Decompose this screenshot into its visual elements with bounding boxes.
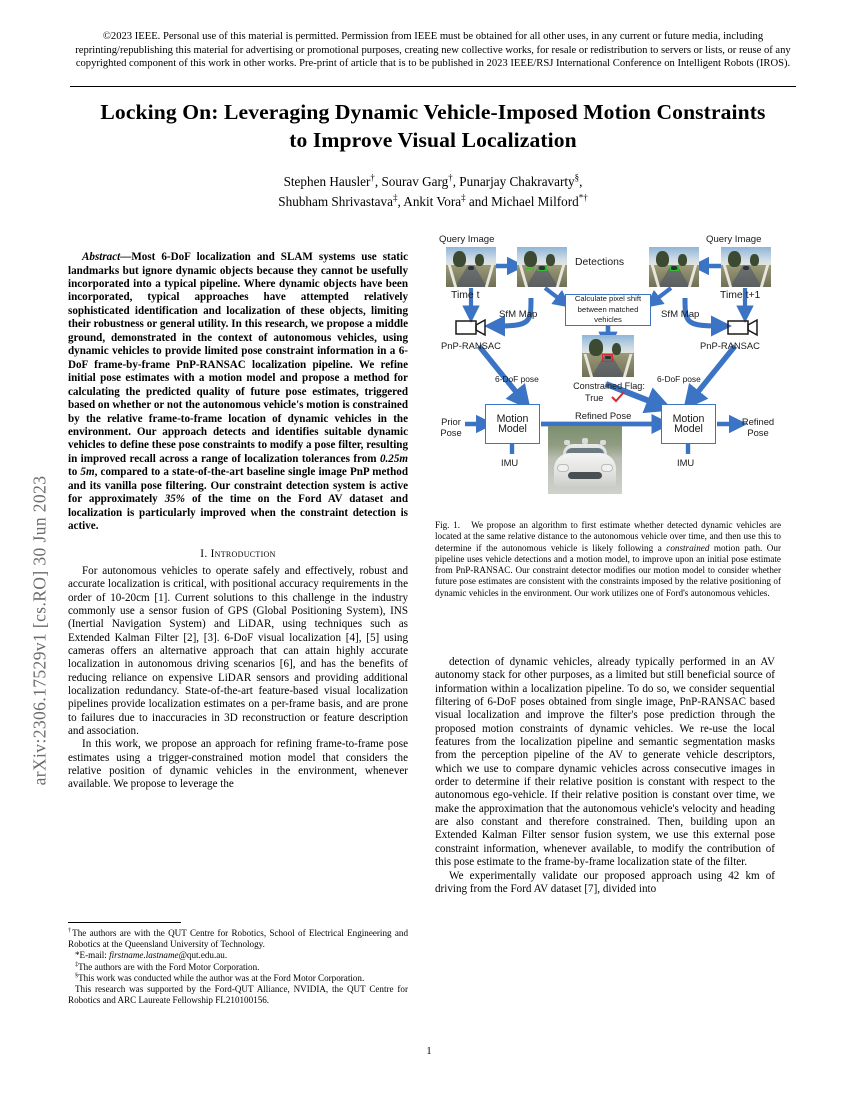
figure-caption-label: Fig. 1. — [435, 520, 460, 530]
label-6dof-pose-left: 6-DoF pose — [495, 374, 539, 384]
right-paragraph-1: detection of dynamic vehicles, already t… — [435, 656, 775, 869]
label-query-image-right: Query Image — [706, 234, 762, 245]
intro-paragraph-2: In this work, we propose an approach for… — [68, 738, 408, 791]
copyright-notice: ©2023 IEEE. Personal use of this materia… — [75, 31, 791, 70]
label-constrained-flag-value: True — [585, 393, 604, 403]
label-sfm-map-left: SfM Map — [499, 309, 538, 320]
paper-page: ©2023 IEEE. Personal use of this materia… — [64, 0, 850, 1100]
footnote-2-suffix: @qut.edu.au. — [178, 950, 228, 961]
autonomous-vehicle-photo — [548, 426, 622, 494]
footnote-1: †The authors are with the QUT Centre for… — [68, 926, 408, 950]
abstract-label: Abstract— — [82, 251, 132, 264]
footnote-4: §This work was conducted while the autho… — [75, 971, 365, 983]
figure-1: Query Image Query Image Detections — [435, 234, 781, 518]
arxiv-stamp: arXiv:2306.17529v1 [cs.RO] 30 Jun 2023 — [0, 0, 64, 1100]
constrained-flag-thumbnail — [582, 335, 634, 377]
footnote-divider — [68, 922, 181, 923]
left-column: Abstract—Most 6-DoF localization and SLA… — [68, 240, 408, 792]
header-divider — [70, 86, 796, 87]
footnote-block: †The authors are with the QUT Centre for… — [68, 926, 408, 1006]
camera-icon-right — [727, 318, 758, 337]
title-line-2: to Improve Visual Localization — [289, 128, 577, 152]
label-sfm-map-right: SfM Map — [661, 309, 700, 320]
label-refined-pose-middle: Refined Pose — [575, 410, 632, 421]
footnote-2-email-local: firstname.lastname — [109, 950, 179, 961]
label-prior-pose: Prior Pose — [440, 416, 462, 438]
footnote-2: *E-mail: firstname.lastname@qut.edu.au. — [68, 950, 408, 961]
motion-model-box-right: Motion Model — [661, 404, 716, 444]
right-paragraph-2: We experimentally validate our proposed … — [435, 869, 775, 895]
label-time-t-plus-1: Time t+1 — [720, 290, 761, 301]
camera-icon-left — [455, 318, 486, 337]
arxiv-stamp-text: arXiv:2306.17529v1 [cs.RO] 30 Jun 2023 — [29, 475, 50, 786]
title-line-1: Locking On: Leveraging Dynamic Vehicle-I… — [100, 100, 766, 124]
author-list: Stephen Hausler†, Sourav Garg†, Punarjay… — [70, 172, 796, 212]
page-title: Locking On: Leveraging Dynamic Vehicle-I… — [70, 98, 796, 154]
label-pnp-ransac-left: PnP-RANSAC — [441, 340, 501, 351]
label-imu-left: IMU — [501, 457, 519, 468]
abstract: Abstract—Most 6-DoF localization and SLA… — [68, 251, 408, 534]
diagram-arrows — [462, 256, 754, 454]
label-pnp-ransac-right: PnP-RANSAC — [700, 340, 760, 351]
author-line-2: Shubham Shrivastava‡, Ankit Vora‡ and Mi… — [278, 192, 588, 209]
figure-caption: Fig. 1. We propose an algorithm to first… — [435, 520, 781, 599]
label-detections: Detections — [575, 257, 625, 268]
label-constrained-flag: Constrained Flag: — [573, 381, 645, 391]
query-image-thumbnail-left — [446, 247, 496, 287]
pipeline-diagram: Query Image Query Image Detections — [435, 234, 781, 518]
section-heading-introduction: I. Introduction — [200, 547, 276, 560]
label-refined-pose-right: Refined Pose — [741, 416, 775, 438]
footnote-5: This research was supported by the Ford-… — [68, 984, 408, 1006]
abstract-text: Most 6-DoF localization and SLAM systems… — [68, 251, 408, 533]
label-imu-right: IMU — [677, 457, 695, 468]
motion-model-box-left: Motion Model — [485, 404, 540, 444]
footnote-2-prefix: *E-mail: — [75, 950, 110, 961]
calculate-pixel-shift-box: Calculate pixel shift between matched ve… — [565, 294, 651, 326]
figure-caption-text: We propose an algorithm to first estimat… — [435, 520, 782, 598]
page-number: 1 — [426, 1046, 432, 1057]
right-column: detection of dynamic vehicles, already t… — [435, 656, 775, 896]
query-image-thumbnail-right — [721, 247, 771, 287]
label-query-image-left: Query Image — [439, 234, 495, 245]
author-line-1: Stephen Hausler†, Sourav Garg†, Punarjay… — [283, 172, 583, 189]
intro-paragraph-1: For autonomous vehicles to operate safel… — [68, 564, 408, 738]
label-time-t: Time t — [451, 290, 480, 301]
detections-thumbnail-left — [517, 247, 567, 287]
footnote-3: ‡The authors are with the Ford Motor Cor… — [75, 960, 260, 972]
checkmark-icon — [611, 391, 625, 403]
label-6dof-pose-right: 6-DoF pose — [657, 374, 701, 384]
detections-thumbnail-right — [649, 247, 699, 287]
